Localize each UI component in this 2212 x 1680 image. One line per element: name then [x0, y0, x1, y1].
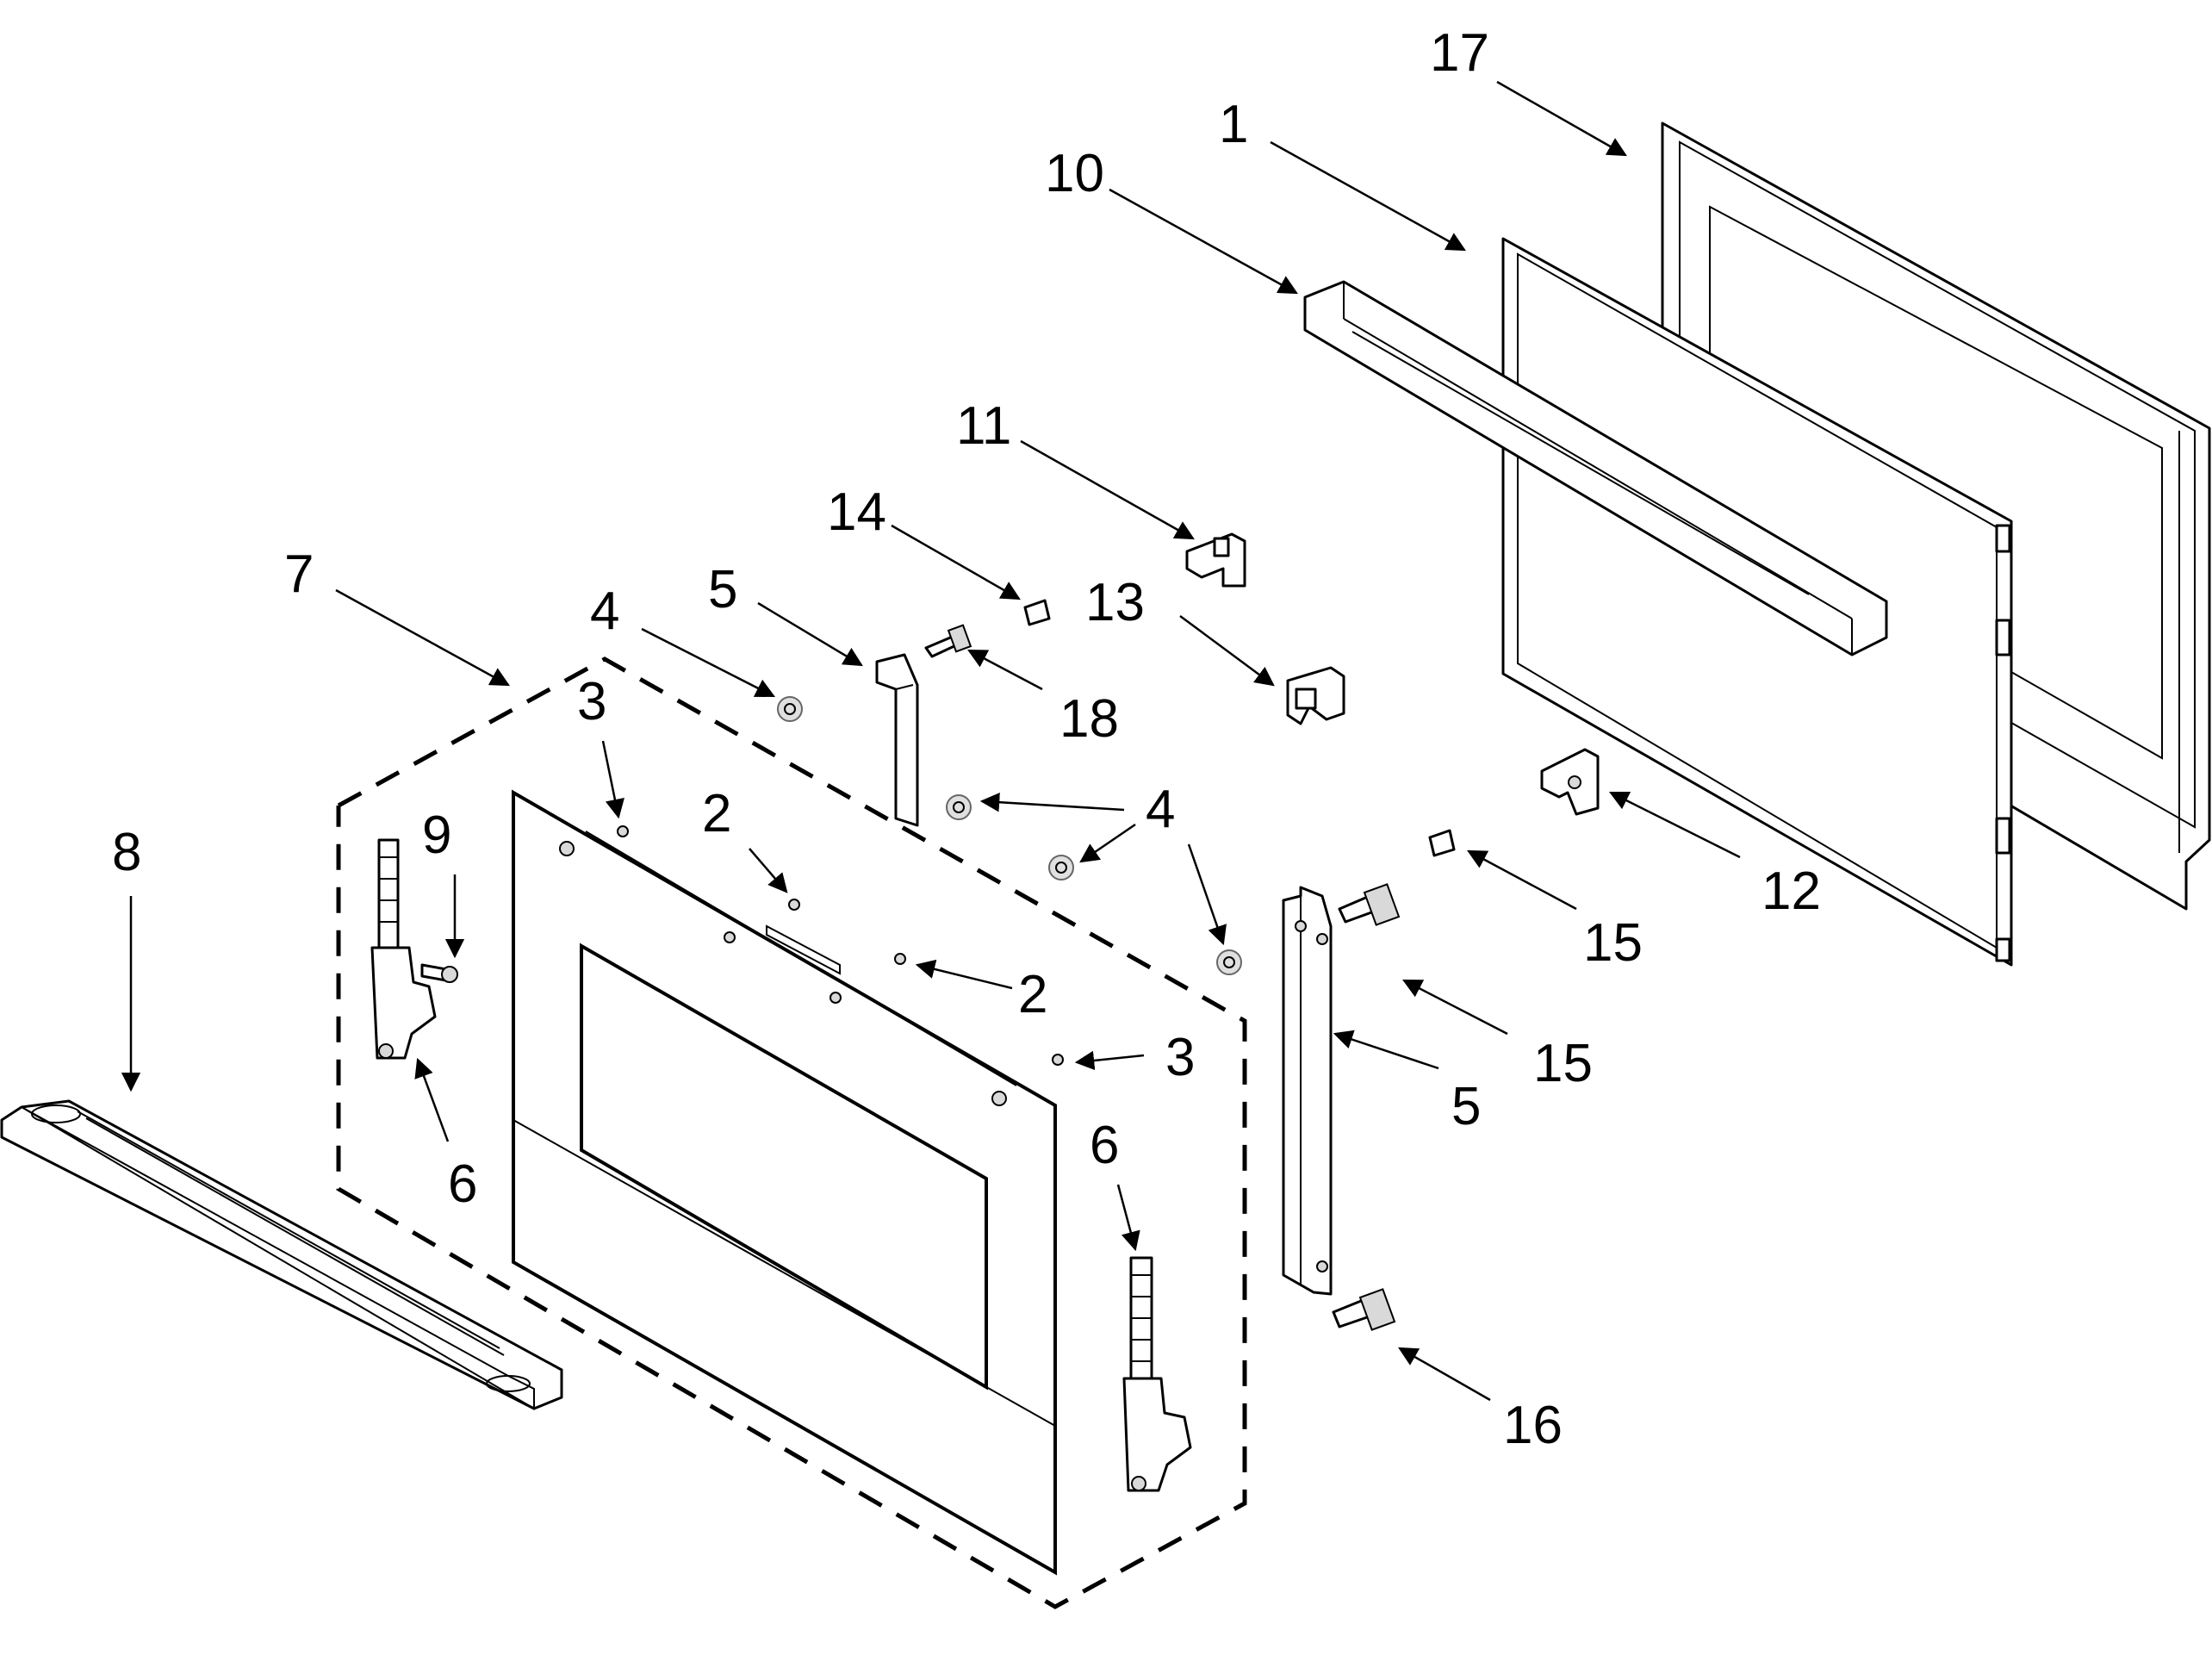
callout-17: 16	[1503, 1396, 1563, 1455]
callout-6-left: 6	[448, 1154, 477, 1214]
callout-15-lower: 15	[1583, 913, 1643, 973]
callout-8: 8	[112, 823, 141, 882]
callout-2-right: 2	[1018, 965, 1047, 1024]
upper-bracket-part-12	[1185, 532, 1246, 588]
callout-5-left: 5	[708, 560, 737, 619]
leader-4b3	[1187, 843, 1227, 946]
leader-5b	[1333, 1030, 1439, 1070]
leader-1	[1270, 140, 1466, 252]
screw-part-16	[1338, 883, 1401, 926]
callout-11: 10	[1045, 144, 1104, 203]
callout-12: 11	[956, 396, 1011, 456]
callout-2-top: 2	[702, 784, 731, 843]
leader-2a	[749, 848, 788, 893]
screw-part-10	[420, 963, 458, 983]
callout-1: 1	[1219, 95, 1248, 154]
callout-4-top: 4	[590, 582, 619, 641]
leader-5a	[757, 601, 863, 667]
leader-4b2	[1079, 823, 1136, 863]
leader-3b	[1074, 1050, 1145, 1071]
inner-glass-frame-part-1	[1501, 237, 2013, 967]
callout-18: 18	[1059, 689, 1119, 749]
leader-6b	[1116, 1184, 1140, 1252]
outer-glass-panel	[512, 789, 1064, 1576]
door-channel-part-5-left	[875, 653, 919, 827]
screw-part-18	[924, 624, 972, 658]
hinge-part-6-left	[370, 838, 437, 1060]
pad-part-15-lower	[1428, 829, 1456, 857]
leader-17	[1398, 1347, 1491, 1402]
callout-13: 12	[1762, 862, 1821, 921]
leader-13	[1608, 791, 1741, 859]
leader-15b	[1467, 849, 1577, 911]
leader-15a	[891, 524, 1021, 600]
leader-12	[1020, 439, 1195, 540]
nut-part-4-b	[946, 794, 972, 820]
callout-15-upper: 14	[827, 482, 886, 542]
bracket-part-14	[1286, 666, 1345, 725]
callout-14: 13	[1085, 573, 1145, 632]
callout-7: 7	[284, 544, 314, 604]
screw-part-17	[1332, 1288, 1396, 1331]
callout-labels: 17 1 10 11 14 13 7 4 5 18 3 2 4 9 8 2 3 …	[112, 23, 1821, 1455]
leader-16	[1402, 979, 1508, 1036]
nut-part-4-a	[777, 696, 803, 722]
pad-part-15-upper	[1023, 599, 1051, 626]
leader-2b	[915, 959, 1013, 990]
leader-14	[1179, 614, 1275, 687]
leader-9	[1496, 80, 1627, 157]
callout-6-right: 6	[1090, 1116, 1119, 1175]
hinge-part-6-right	[1122, 1256, 1192, 1492]
door-channel-part-5-right	[1282, 886, 1333, 1296]
callout-3-right: 3	[1165, 1028, 1195, 1087]
callout-10: 9	[422, 806, 451, 865]
leader-18	[967, 649, 1043, 691]
leader-4a	[641, 627, 776, 698]
outer-panel-assembly-part-7	[336, 656, 1247, 1609]
callout-4-right: 4	[1146, 780, 1175, 839]
bottom-vent-trim-part-8	[0, 1099, 563, 1410]
top-vent-trim-part-11	[1303, 280, 1888, 656]
nut-part-4-d	[1216, 949, 1242, 975]
leader-6a	[414, 1057, 450, 1142]
callout-3-top: 3	[577, 672, 606, 731]
leader-7	[335, 588, 510, 687]
leader-lines	[121, 80, 1741, 1402]
nut-part-4-c	[1048, 855, 1074, 880]
callout-16: 15	[1533, 1034, 1593, 1093]
callout-5-right: 5	[1451, 1077, 1481, 1136]
leader-3a	[601, 740, 624, 819]
hinge-receiver-part-13	[1540, 748, 1600, 816]
leader-4b1	[979, 792, 1125, 812]
callout-9: 17	[1430, 23, 1489, 83]
leader-11	[1109, 188, 1298, 295]
